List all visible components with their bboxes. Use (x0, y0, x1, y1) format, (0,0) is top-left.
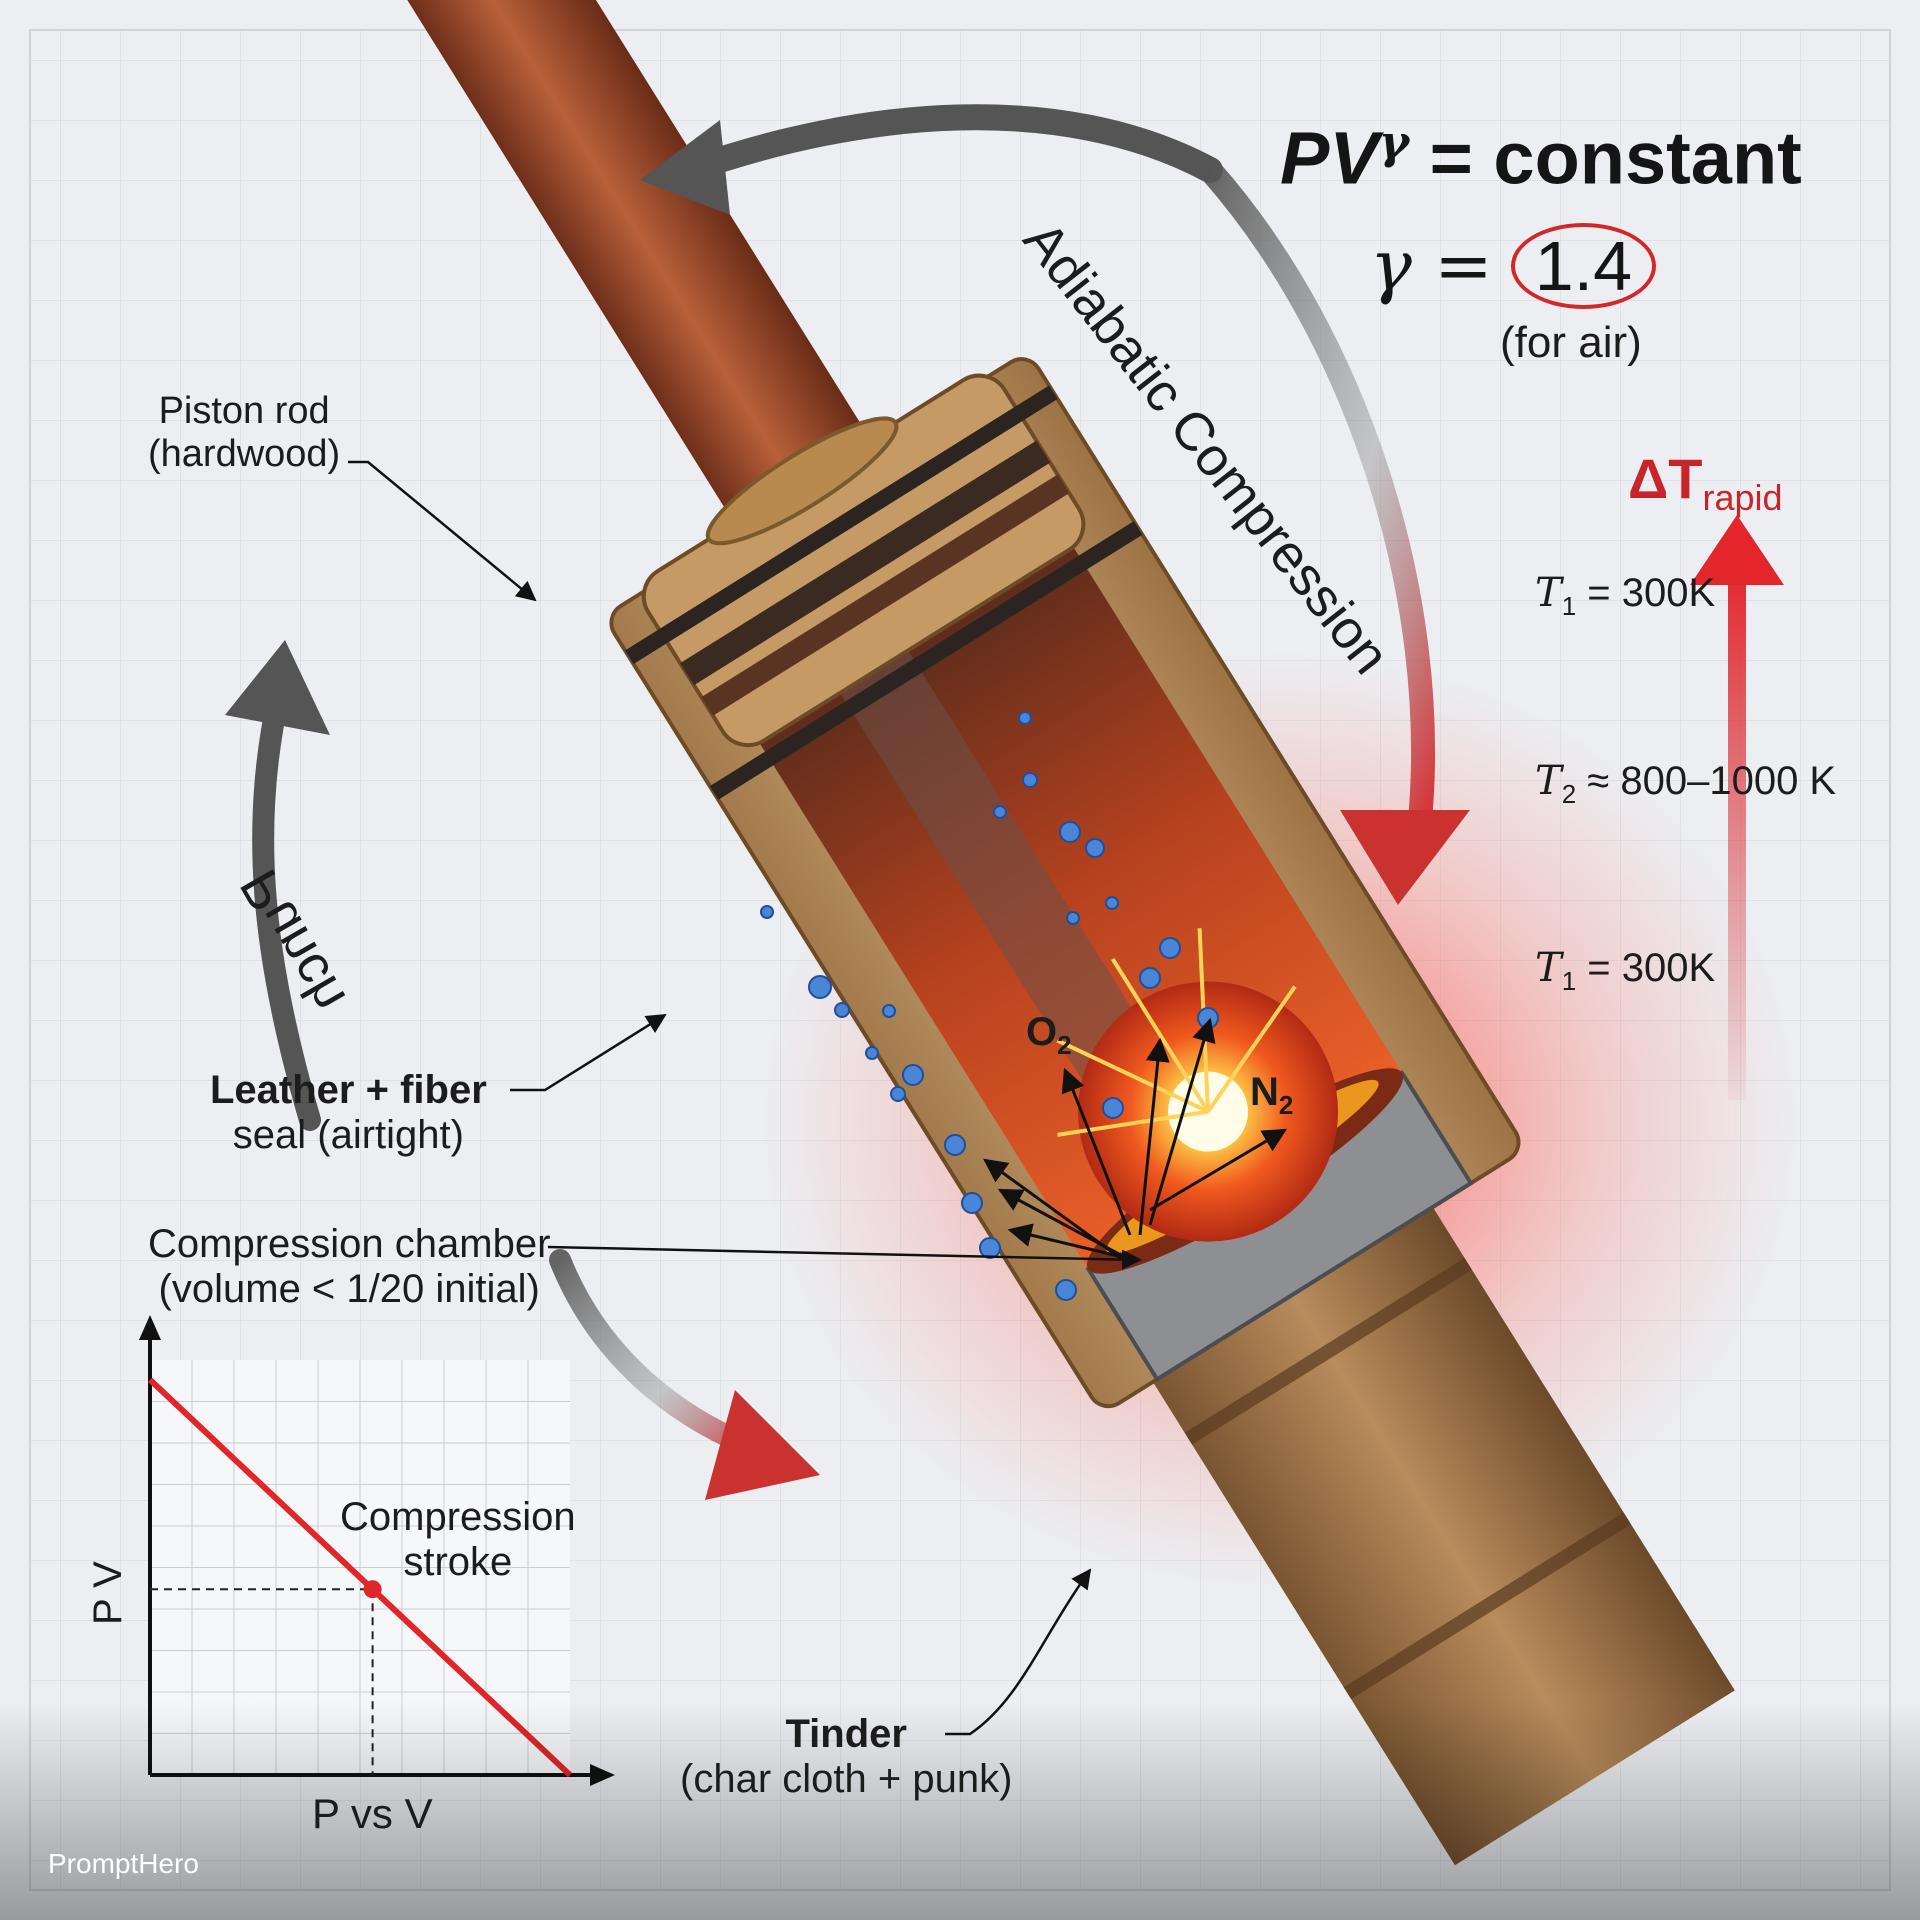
piston-rod (315, 0, 902, 575)
chart-y-label: P V (86, 1561, 130, 1625)
temperature-top: T1 = 300K (1535, 570, 1715, 622)
callout-tinder-line1: Tinder (785, 1712, 907, 1756)
temp-bottom-sub: 1 (1561, 966, 1577, 996)
callout-chamber-line1: Compression chamber (148, 1222, 551, 1266)
arc-bottom-head (705, 1390, 820, 1500)
temperature-bottom: T1 = 300K (1535, 945, 1715, 997)
bamboo-node (1343, 1512, 1631, 1700)
callout-chamber: Compression chamber (volume < 1/20 initi… (148, 1222, 550, 1312)
formula-main-prefix: PV (1280, 116, 1379, 200)
bamboo-node (1184, 1257, 1472, 1445)
leather-seal-band (680, 440, 1051, 686)
temp-bottom-value: = 300K (1587, 946, 1716, 990)
o2-base: O (1026, 1010, 1058, 1054)
callout-tinder-line2: (char cloth + punk) (680, 1757, 1013, 1801)
arc-top-head (640, 120, 730, 215)
watermark: PromptHero (48, 1848, 199, 1879)
callout-piston-rod: Piston rod (hardwood) (148, 390, 340, 476)
chart-y-axis-arrow (139, 1315, 161, 1340)
temp-mid-var: T (1535, 758, 1562, 804)
n2-sub: 2 (1278, 1090, 1294, 1120)
gamma-value: 1.4 (1510, 223, 1657, 309)
formula-main-exponent: γ (1378, 115, 1410, 169)
temp-mid-value: ≈ 800–1000 K (1587, 759, 1837, 803)
callout-seal: Leather + fiber seal (airtight) (210, 1068, 487, 1158)
arc-top (677, 104, 1223, 183)
temp-top-var: T (1535, 570, 1562, 616)
delta-t-sub: rapid (1702, 477, 1783, 519)
callout-tinder: Tinder (char cloth + punk) (680, 1712, 1012, 1802)
bottom-shade (0, 1700, 1920, 1920)
fire-piston-device (315, 0, 1735, 1866)
o2-sub: 2 (1057, 1030, 1072, 1060)
gamma-symbol: γ = (1370, 225, 1493, 307)
o2-label: O2 (1026, 1010, 1072, 1061)
delta-t-prefix: ΔT (1628, 447, 1703, 510)
callout-seal-line1: Leather + fiber (210, 1068, 487, 1112)
n2-label: N2 (1250, 1070, 1293, 1121)
callout-seal-line2: seal (airtight) (232, 1113, 464, 1157)
temperature-bar (1728, 560, 1746, 1100)
gamma-note: (for air) (1500, 318, 1642, 367)
callout-piston-rod-line2: (hardwood) (148, 433, 341, 475)
leather-seal-band (701, 474, 1070, 716)
gamma-line: γ =1.4 (1370, 223, 1657, 309)
delta-t-label: ΔTrapid (1628, 446, 1783, 519)
chart-x-label: P vs V (312, 1790, 433, 1837)
formula-main-suffix: = constant (1429, 116, 1802, 200)
temperature-mid: T2 ≈ 800–1000 K (1535, 758, 1836, 810)
temp-top-sub: 1 (1561, 591, 1577, 621)
arc-left (252, 679, 321, 1131)
chart-annotation: Compression stroke (340, 1495, 576, 1585)
callout-chamber-line2: (volume < 1/20 initial) (158, 1267, 540, 1311)
chart-annotation-line2: stroke (403, 1540, 513, 1584)
formula-main: PVγ = constant (1280, 115, 1802, 201)
temp-bottom-var: T (1535, 945, 1562, 991)
temp-mid-sub: 2 (1561, 779, 1577, 809)
callout-piston-rod-line1: Piston rod (158, 390, 330, 432)
molecule-arrows (983, 1017, 1288, 1267)
chart-marked-point (363, 1580, 382, 1599)
chart-annotation-line1: Compression (340, 1495, 576, 1539)
arc-left-head (225, 640, 330, 735)
temp-top-value: = 300K (1587, 571, 1716, 615)
temperature-arrow-head (1690, 515, 1784, 585)
arc-right (1198, 158, 1436, 832)
arc-right-head (1340, 810, 1470, 905)
binding-band (709, 521, 1143, 800)
binding-band (625, 385, 1058, 665)
rod-collar (705, 416, 899, 546)
n2-base: N (1250, 1070, 1279, 1114)
